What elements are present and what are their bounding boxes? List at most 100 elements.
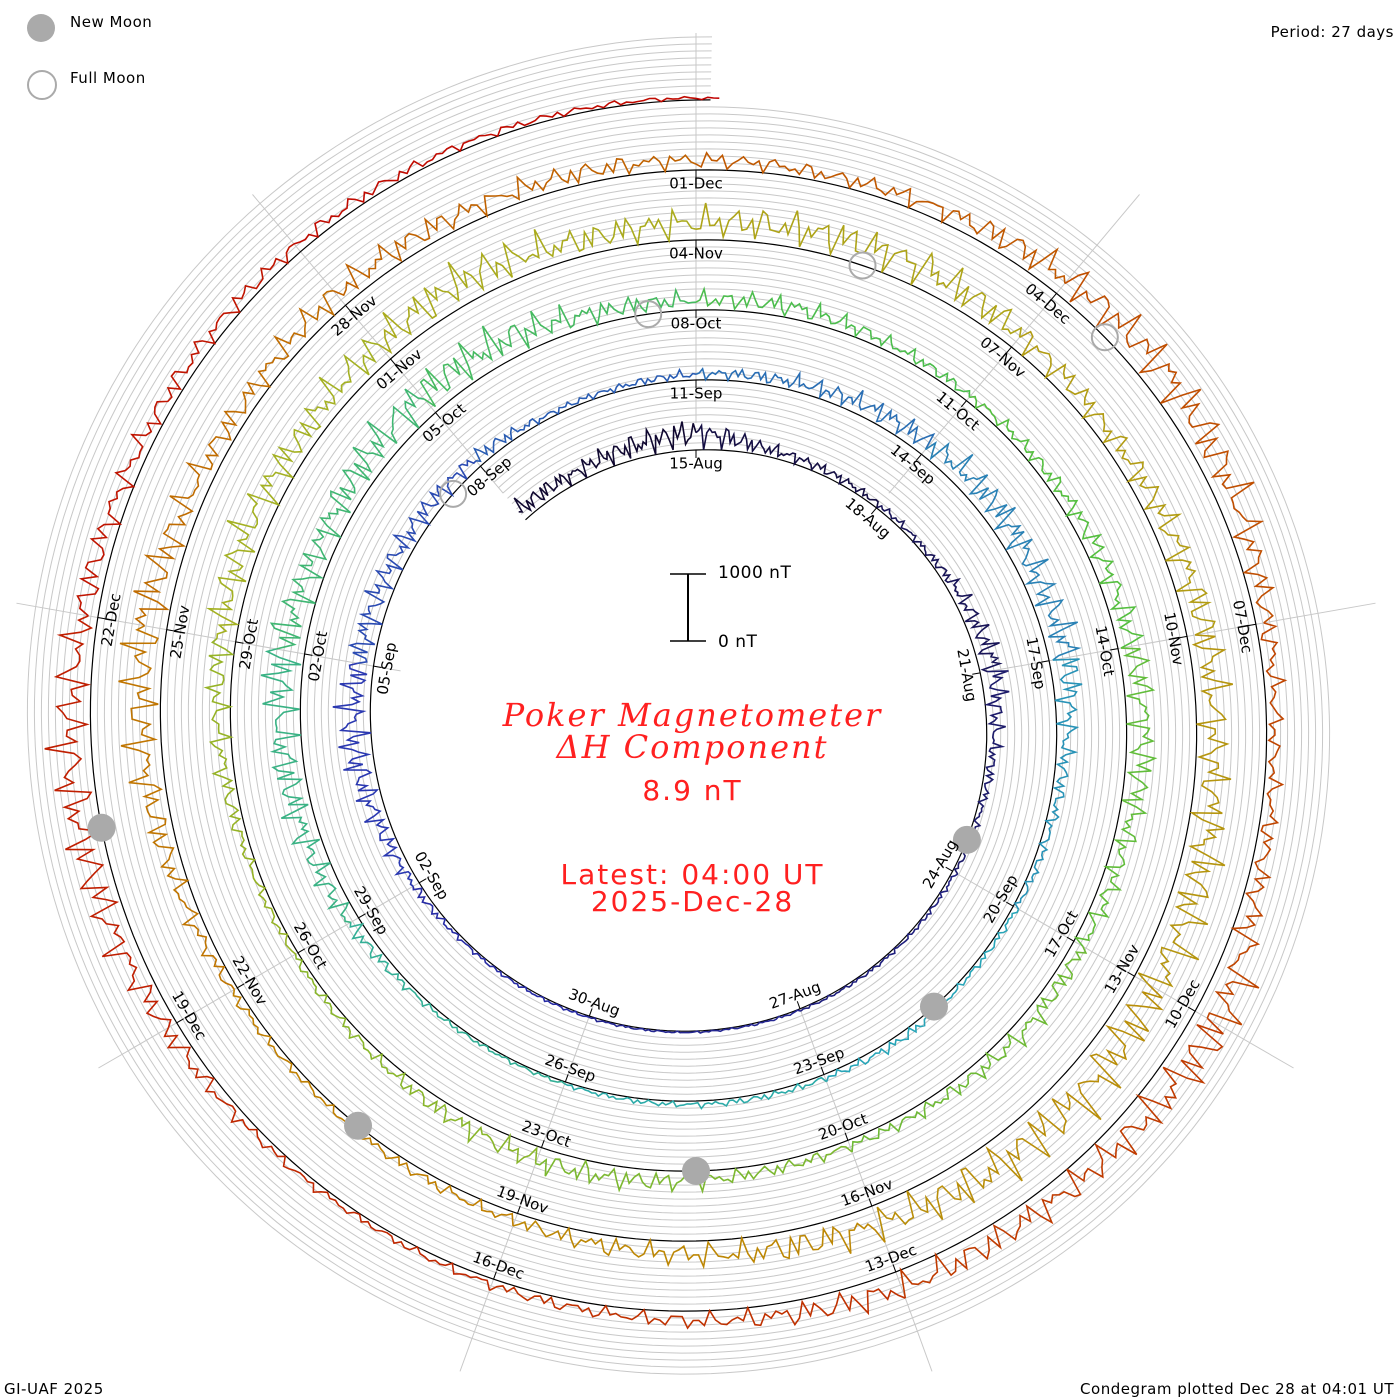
date-tick [844, 1132, 849, 1141]
chart-title: Poker Magnetometer [502, 696, 883, 734]
date-label: 20-Oct [816, 1110, 870, 1144]
date-label: 08-Oct [671, 315, 722, 333]
date-tick [915, 453, 922, 461]
new-moon-legend-icon [27, 14, 55, 42]
date-tick [297, 948, 306, 954]
current-value: 8.9 nT [642, 774, 743, 807]
data-trace-segment [1064, 271, 1276, 624]
data-trace-segment [293, 95, 697, 245]
date-tick [176, 1018, 184, 1024]
data-trace-segment [564, 1076, 828, 1110]
chart-subtitle: ΔH Component [556, 728, 829, 766]
radial-spoke [459, 1004, 594, 1372]
new-moon-marker [344, 1111, 373, 1140]
data-trace-segment [1137, 634, 1233, 988]
date-tick [945, 866, 953, 872]
data-trace-segment [899, 1017, 1224, 1299]
grid-spirals [26, 36, 1331, 1375]
date-label: 22-Dec [98, 592, 125, 648]
moon-markers [87, 251, 1119, 1185]
date-tick [1110, 648, 1119, 651]
full-moon-legend-icon [27, 70, 57, 100]
date-tick [493, 1271, 497, 1280]
scale-bottom-label: 0 nT [718, 632, 758, 652]
date-tick [358, 913, 366, 919]
data-trace-segment [851, 946, 1088, 1153]
latest-time: Latest: 04:00 UT [560, 858, 825, 891]
data-trace-segment [203, 637, 297, 955]
data-trace-segment [513, 421, 697, 513]
data-trace-segment [512, 1219, 886, 1270]
grid-spiral [47, 57, 1310, 1354]
data-trace-segment [349, 922, 566, 1085]
date-tick [1127, 971, 1135, 977]
data-trace-segment [1013, 658, 1083, 910]
data-trace-segment [332, 154, 697, 297]
grid-spiral [61, 71, 1296, 1340]
data-trace-segment [695, 151, 1066, 284]
latest-date: 2025-Dec-28 [590, 885, 795, 918]
full-moon-legend-label: Full Moon [70, 69, 146, 87]
full-moon-marker [1090, 323, 1119, 352]
date-tick [1187, 1006, 1196, 1012]
data-trace-segment [695, 367, 936, 450]
date-tick [390, 358, 397, 366]
date-label: 25-Nov [166, 604, 193, 660]
data-trace-segment [232, 989, 514, 1226]
baseline-spiral [89, 99, 1268, 1312]
data-trace-segment [260, 648, 351, 924]
data-trace-segment [118, 625, 235, 990]
date-tick [1179, 635, 1188, 639]
data-trace-segment [876, 504, 1003, 673]
data-trace-segment [925, 440, 1082, 661]
date-label: 05-Sep [373, 641, 400, 696]
date-label: 16-Nov [839, 1175, 896, 1210]
period-label: Period: 27 days [1270, 23, 1394, 41]
data-trace-segment [269, 388, 425, 650]
scale-top-label: 1000 nT [718, 563, 792, 583]
date-label: 30-Aug [566, 985, 622, 1020]
date-tick [870, 507, 877, 515]
data-trace-segment [588, 1009, 802, 1034]
data-trace-segment [489, 1285, 906, 1330]
date-tick [1005, 346, 1012, 354]
date-label: 19-Dec [168, 988, 210, 1043]
data-trace-segment [695, 286, 971, 398]
date-tick [373, 665, 382, 669]
radial-spoke [98, 872, 437, 1069]
date-label: 13-Dec [863, 1241, 919, 1276]
data-trace-segment [1073, 647, 1158, 947]
data-trace-segment [1019, 330, 1216, 636]
data-trace-segment [412, 886, 590, 1019]
date-tick [1006, 901, 1014, 907]
date-label: 26-Oct [290, 919, 331, 972]
date-tick [868, 1198, 873, 1207]
date-tick [237, 983, 245, 989]
date-label: 29-Oct [236, 617, 263, 670]
date-tick [166, 629, 175, 632]
date-label: 01-Dec [669, 175, 723, 193]
date-tick [1050, 293, 1057, 300]
date-label: 15-Aug [669, 455, 722, 473]
date-label: 11-Sep [670, 385, 723, 403]
date-tick [796, 1001, 801, 1009]
new-moon-marker [682, 1157, 710, 1185]
new-moon-marker [87, 813, 116, 842]
date-tick [435, 412, 442, 420]
full-moon-marker [848, 251, 877, 280]
data-trace-segment [294, 954, 538, 1165]
date-tick [564, 1074, 569, 1083]
date-tick [480, 465, 487, 473]
data-trace-segment [347, 459, 477, 665]
grid-spiral [75, 85, 1282, 1326]
data-trace-segment [876, 983, 1164, 1243]
scale-bar [670, 573, 706, 642]
date-label: 02-Oct [305, 630, 332, 683]
grid-spiral [54, 64, 1303, 1347]
date-label: 08-Sep [463, 453, 515, 501]
data-trace-segment [133, 289, 336, 627]
radial-spoke [798, 1004, 933, 1372]
data-trace-segment [205, 338, 379, 639]
radial-spoke [888, 194, 1140, 494]
